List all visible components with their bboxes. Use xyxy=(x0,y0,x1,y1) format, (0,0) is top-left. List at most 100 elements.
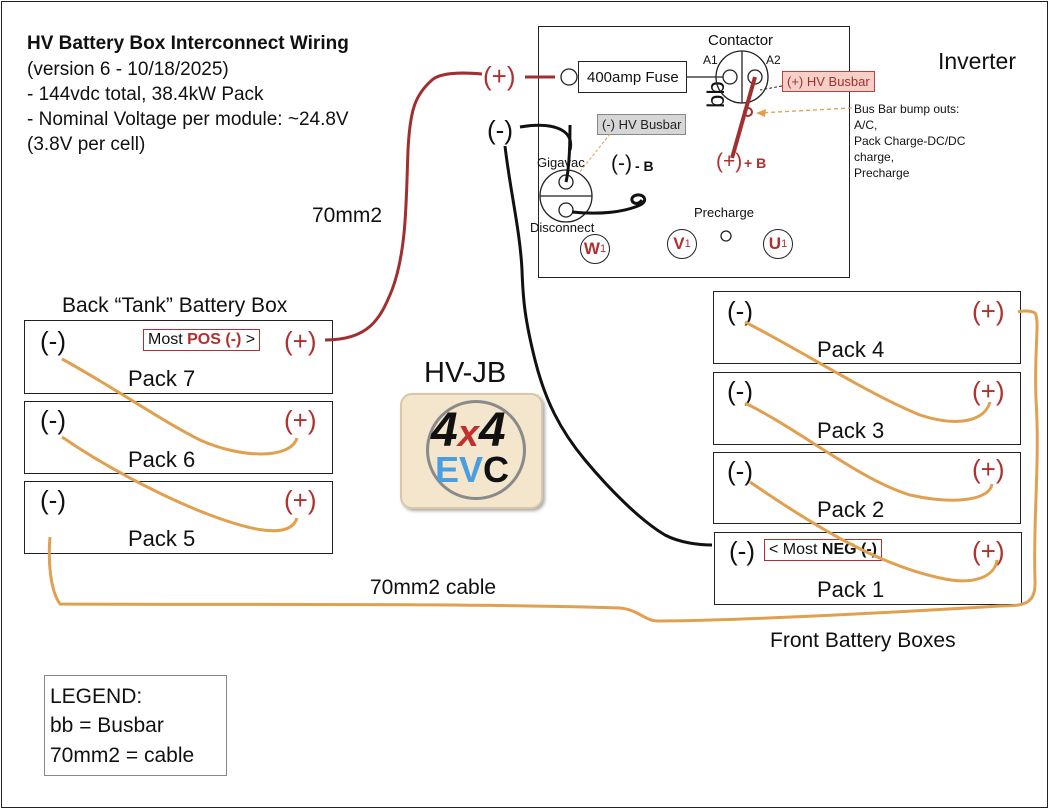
neg-busbar-to-main-neg xyxy=(519,123,573,151)
pack-6 xyxy=(24,401,333,474)
pack-2 xyxy=(713,452,1021,524)
pack-1-pos: (+) xyxy=(972,536,1005,566)
phase-w-letter: W xyxy=(583,239,600,258)
most-pos-bold: POS (-) xyxy=(187,331,242,348)
legend-line-1: bb = Busbar xyxy=(50,714,164,737)
phase-u-sub: 1 xyxy=(781,238,788,250)
a2-label: A2 xyxy=(766,53,781,67)
pack-7-label: Pack 7 xyxy=(128,366,196,391)
pack-1-neg: (-) xyxy=(729,536,755,566)
fuse-box xyxy=(578,61,687,93)
pack-5-pos: (+) xyxy=(284,485,317,515)
most-neg-bold: NEG (-) xyxy=(821,541,878,558)
fuse-label: 400amp Fuse xyxy=(587,69,679,86)
phase-u-letter: U xyxy=(768,234,782,253)
pack-6-label: Pack 6 xyxy=(128,447,196,472)
pack-2-neg: (-) xyxy=(727,456,753,486)
logo-ev: EV xyxy=(435,449,484,490)
neg-b-wire xyxy=(571,193,647,215)
inverter-title: Inverter xyxy=(938,48,1016,74)
diagram-title: HV Battery Box Interconnect Wiring xyxy=(27,33,349,54)
back-box-title: Back “Tank” Battery Box xyxy=(62,294,288,317)
contactor-label: Contactor xyxy=(708,32,774,49)
logo-ring xyxy=(426,400,526,500)
legend-box xyxy=(44,675,227,776)
busbar-note-3: Pack Charge-DC/DC xyxy=(854,134,966,148)
main-neg-cable xyxy=(503,145,713,547)
front-box-title: Front Battery Boxes xyxy=(770,629,956,652)
pack-4-pos: (+) xyxy=(972,296,1005,326)
busbar-note-arrow xyxy=(757,107,853,114)
pos-b-terminal: (+) xyxy=(716,150,743,173)
pos-busbar-leader xyxy=(759,85,783,91)
pos-b-label: + B xyxy=(744,155,767,171)
pos-busbar-bump xyxy=(743,107,753,117)
pack-3 xyxy=(713,372,1021,445)
back-to-front-cable xyxy=(47,309,1039,623)
most-pos-tag: Most POS (-) > xyxy=(143,329,261,351)
pack-6-neg: (-) xyxy=(40,405,66,435)
neg-busbar-tag: (-) HV Busbar xyxy=(597,114,687,135)
pack-7-pos: (+) xyxy=(284,326,317,356)
pack-2-to-1-link xyxy=(749,480,999,583)
busbar-note-4: charge, xyxy=(854,150,895,164)
main-pos-cable xyxy=(324,71,483,342)
busbar-note-2: A/C, xyxy=(854,118,878,132)
precharge-terminal xyxy=(720,230,732,242)
pack-4 xyxy=(713,291,1021,364)
phase-v-letter: V xyxy=(673,234,685,253)
gigavac-bottom-terminal xyxy=(558,202,574,218)
pack-3-label: Pack 3 xyxy=(817,418,885,443)
hvjb-label: HV-JB xyxy=(424,357,507,389)
logo-4a: 4 xyxy=(431,404,458,457)
neg-busbar-leader xyxy=(574,133,611,179)
most-pos-suffix: > xyxy=(241,331,256,348)
pos-busbar xyxy=(730,76,757,159)
most-neg-prefix: < Most xyxy=(769,541,822,558)
pos-busbar-tag: (+) HV Busbar xyxy=(782,71,875,92)
pack-2-label: Pack 2 xyxy=(817,497,885,522)
busbar-note-arrowhead xyxy=(756,109,766,117)
main-pos-terminal: (+) xyxy=(483,61,516,91)
logo-4b: 4 xyxy=(478,404,506,457)
busbar-note-5: Precharge xyxy=(854,166,910,180)
pack-3-to-2-link xyxy=(744,401,994,502)
legend-title: LEGEND: xyxy=(50,685,143,708)
pack-2-pos: (+) xyxy=(972,454,1005,484)
neg-busbar-wire xyxy=(564,124,572,183)
pack-3-neg: (-) xyxy=(727,376,753,406)
phase-v-sub: 1 xyxy=(684,238,691,250)
neg-b-terminal: (-) xyxy=(611,152,632,175)
pack-7-neg: (-) xyxy=(40,326,66,356)
legend-line-2: 70mm2 = cable xyxy=(50,744,195,767)
logo-x: x xyxy=(457,413,479,455)
logo-line1: 4x4 xyxy=(431,407,506,455)
logo-line2: EVC xyxy=(435,452,509,488)
pack-4-label: Pack 4 xyxy=(817,337,885,362)
pack-5-label: Pack 5 xyxy=(128,526,196,551)
pack-6-to-5-link xyxy=(61,435,299,533)
main-neg-terminal: (-) xyxy=(487,115,513,145)
logo-c: C xyxy=(483,449,510,490)
busbar-note-1: Bus Bar bump outs: xyxy=(854,102,960,116)
a1-label: A1 xyxy=(703,53,718,67)
fuse-terminal-circle xyxy=(560,68,578,86)
disconnect-label: Disconnect xyxy=(530,220,595,235)
pack-1-label: Pack 1 xyxy=(817,577,885,602)
pack-5 xyxy=(24,481,333,554)
phase-w-sub: 1 xyxy=(599,243,607,255)
pack-5-neg: (-) xyxy=(40,485,66,515)
precharge-label: Precharge xyxy=(694,205,754,220)
most-pos-prefix: Most xyxy=(148,331,188,348)
hvjb-logo: 4x4 EVC xyxy=(400,393,543,509)
subtitle-cell: (3.8V per cell) xyxy=(27,134,146,155)
pack-4-to-3-link xyxy=(744,320,992,423)
gigavac-label: Gigavac xyxy=(537,155,585,170)
pack-6-pos: (+) xyxy=(284,405,317,435)
pack-4-neg: (-) xyxy=(727,296,753,326)
